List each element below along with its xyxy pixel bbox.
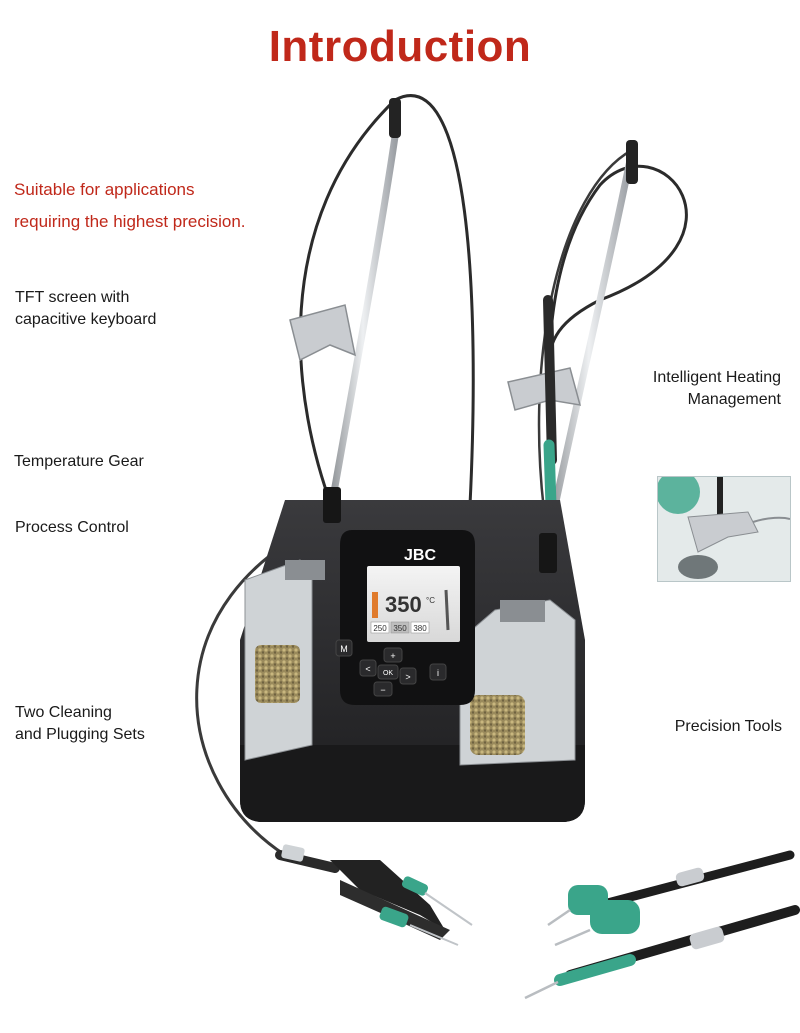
feature-temperature-gear: Temperature Gear [14, 453, 144, 470]
heating-detail-inset [657, 476, 791, 582]
feature-tft-line-2: capacitive keyboard [15, 311, 157, 328]
feature-tft-line-1: TFT screen with [15, 289, 130, 306]
brand-logo: JBC [404, 547, 436, 564]
left-clip [285, 560, 325, 580]
left-brass-wool [255, 645, 300, 703]
right-holder-arm [544, 159, 634, 541]
left-tool-cradle [289, 304, 357, 362]
right-holder-tip [626, 140, 638, 184]
inset-graphic [658, 477, 790, 581]
right-clip [500, 600, 545, 622]
menu-key[interactable] [335, 639, 353, 657]
feature-heating-line-1: Intelligent Heating [652, 369, 781, 386]
feature-intelligent-heating: Intelligent Heating Management [653, 367, 781, 411]
plus-key[interactable] [383, 647, 403, 663]
feature-cleaning-line-1: Two Cleaning [15, 704, 112, 721]
feature-tft-screen: TFT screen with capacitive keyboard [15, 287, 156, 331]
preset-1: 250 [373, 624, 387, 633]
left-holder-arm [326, 129, 400, 516]
pencil-handle [543, 295, 557, 465]
tagline-line-2: requiring the highest precision. [14, 212, 246, 231]
page-title: Introduction [268, 22, 532, 71]
temp-indicator [372, 592, 378, 618]
station-base [240, 745, 585, 822]
pencil-grip [543, 439, 557, 511]
screen-tool-graphic [444, 589, 450, 631]
preset-3: 380 [413, 624, 427, 633]
left-key-label: < [365, 664, 370, 674]
preset-1-box [370, 621, 390, 634]
nano-tweezers [275, 844, 473, 946]
right-brass-wool [470, 695, 525, 755]
tagline-line-1: Suitable for applications [14, 180, 195, 199]
minus-key-label: − [380, 685, 385, 695]
feature-cleaning-line-2: and Plugging Sets [15, 726, 145, 743]
screen-unit: °C [426, 596, 435, 605]
feature-precision-tools: Precision Tools [674, 718, 782, 735]
preset-3-box [410, 621, 430, 634]
preset-2: 350 [393, 624, 407, 633]
feature-heating-line-2: Management [687, 391, 781, 408]
info-key-label: i [437, 668, 439, 678]
right-post [539, 533, 557, 573]
right-tool-cradle [507, 367, 582, 411]
ok-key-label: OK [383, 670, 393, 677]
info-key[interactable] [429, 663, 447, 681]
right-key-label: > [405, 672, 410, 682]
left-holder-tip [389, 98, 401, 138]
right-holder-cable [537, 148, 633, 541]
preset-2-box [390, 621, 410, 634]
right-key[interactable] [399, 667, 417, 685]
left-key[interactable] [359, 659, 377, 677]
menu-key-label: M [340, 644, 348, 654]
feature-cleaning-sets: Two Cleaning and Plugging Sets [15, 702, 145, 746]
plus-key-label: + [390, 651, 395, 661]
ok-key[interactable] [377, 664, 399, 680]
screen-temperature: 350 [385, 592, 422, 617]
tft-screen [367, 566, 460, 642]
feature-process-control: Process Control [15, 519, 129, 536]
precision-tools-graphic [524, 850, 800, 1000]
minus-key[interactable] [373, 681, 393, 697]
left-post [323, 487, 341, 523]
left-holder-cable [298, 94, 475, 516]
